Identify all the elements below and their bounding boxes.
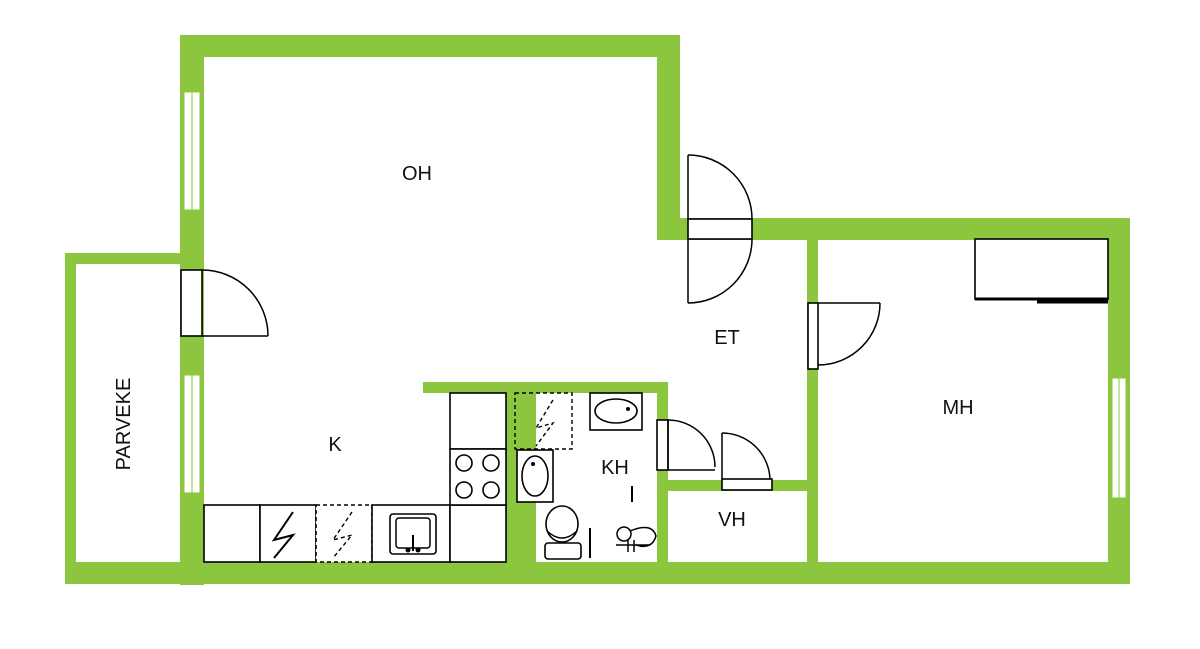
kitchen-sink-icon [389, 513, 437, 555]
wall-top-mh [657, 218, 1130, 240]
stove-burner-icon [455, 481, 473, 499]
wall-oh-right [657, 35, 680, 240]
wall-balcony-left [65, 253, 76, 584]
counter-corner [449, 504, 507, 563]
wall-bath-top [423, 382, 668, 393]
room-label-vh: VH [718, 509, 746, 531]
room-label-oh: OH [402, 163, 432, 185]
shower-icon [616, 526, 657, 552]
room-label-mh: MH [942, 397, 973, 419]
kitchen-fixtures [203, 392, 507, 563]
door-kh [656, 419, 716, 471]
freezer [315, 504, 373, 563]
wall-balcony-top [65, 253, 204, 264]
wardrobe [974, 238, 1109, 304]
door-balcony [180, 269, 269, 337]
wall-et-mh [807, 237, 818, 584]
washing-machine-icon [514, 392, 573, 450]
counter-cell-1 [203, 504, 261, 563]
bathroom-fixtures [514, 392, 657, 560]
door-entrance [687, 154, 753, 304]
room-label-k: K [328, 434, 342, 456]
stove-burner-icon [482, 454, 500, 472]
wall-bottom [65, 562, 1130, 584]
wall-top-oh [180, 35, 680, 57]
doors [180, 154, 881, 491]
stove-burner-icon [482, 481, 500, 499]
room-labels: OH K ET KH VH MH PARVEKE [113, 163, 974, 531]
stove-burner-icon [455, 454, 473, 472]
room-label-parveke: PARVEKE [113, 378, 135, 471]
room-label-kh: KH [601, 457, 629, 479]
room-label-et: ET [714, 327, 740, 349]
windows [183, 91, 1127, 499]
fridge [259, 504, 317, 563]
wardrobe-icon [974, 238, 1109, 300]
door-vh [721, 432, 773, 491]
counter-cell-top [449, 392, 507, 450]
door-mh [807, 302, 881, 370]
toilet-icon [544, 505, 582, 560]
walls [65, 35, 1130, 585]
